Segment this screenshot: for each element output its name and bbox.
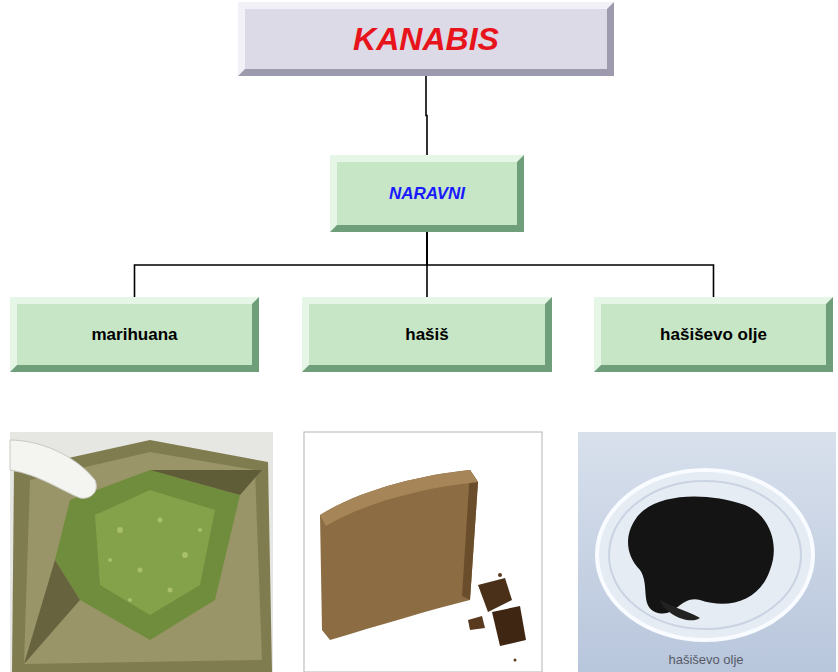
- node-text: hašiš: [405, 325, 448, 345]
- connector-line: [427, 232, 714, 297]
- marijuana-photo: [10, 432, 273, 672]
- connector-line: [135, 232, 428, 297]
- node-text: marihuana: [92, 325, 178, 345]
- node-text: hašiševo olje: [660, 325, 767, 345]
- node-text: NARAVNI: [389, 184, 465, 204]
- connector-line: [426, 76, 427, 155]
- type-box: hašiševo olje: [594, 297, 833, 372]
- node-text: KANABIS: [353, 21, 499, 58]
- root-box: KANABIS: [238, 2, 614, 76]
- hash-oil-photo: [578, 432, 836, 672]
- hashish-photo: [304, 432, 542, 672]
- type-box: hašiš: [302, 297, 552, 372]
- type-box: marihuana: [10, 297, 259, 372]
- photo-caption: hašiševo olje: [668, 652, 743, 667]
- category-box: NARAVNI: [330, 155, 524, 232]
